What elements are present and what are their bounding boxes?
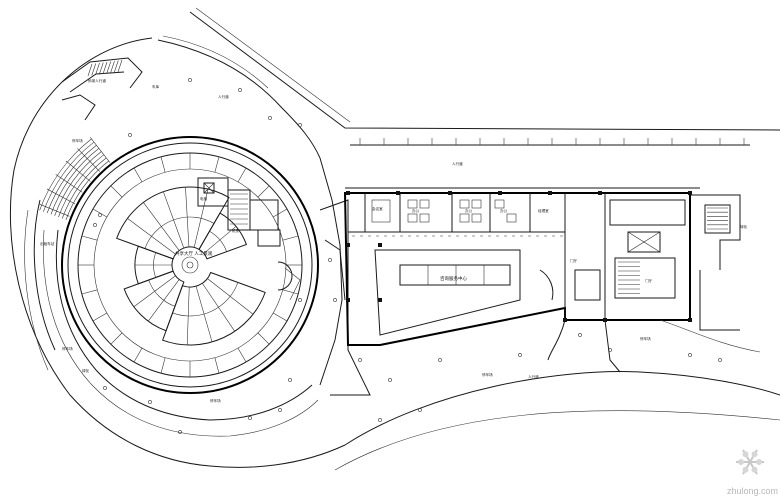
label-walk-top: 人行道 <box>218 94 229 99</box>
label-service-center: 咨询服务中心 <box>440 275 467 282</box>
label-meeting-room: 会议室 <box>372 206 383 211</box>
circular-hall <box>61 136 319 394</box>
label-machine-room: 机房 <box>232 228 240 233</box>
circle-core-block <box>197 177 301 301</box>
label-office-1: 办公 <box>412 208 420 213</box>
label-office-3: 办公 <box>500 208 508 213</box>
east-structures <box>547 194 761 373</box>
landscape-trees <box>93 78 722 434</box>
label-office-2: 办公 <box>465 208 473 213</box>
label-parking-e: 停车场 <box>640 336 651 341</box>
label-walk-road: 人行道 <box>528 374 539 379</box>
rect-building <box>343 187 700 346</box>
site-boundary <box>9 7 780 471</box>
label-slope-walk: 斜坡人行道 <box>88 78 106 83</box>
label-manager-room: 经理室 <box>538 208 549 213</box>
watermark-text: zhulong.com <box>727 486 778 496</box>
plan-labels: 斜坡人行道 车库 人行道 停车场 出租车站 共享大厅 人工景观 会议室 办公 办… <box>40 78 748 403</box>
label-parking-west: 停车场 <box>72 138 83 143</box>
label-garage: 车库 <box>152 84 160 89</box>
label-lobby-2: 门厅 <box>645 278 653 283</box>
label-walk-right: 人行道 <box>452 161 463 166</box>
label-parking-s2: 停车场 <box>482 372 493 377</box>
label-taxi: 出租车站 <box>40 241 55 246</box>
parking-lane-top <box>350 138 750 146</box>
connector-wedge <box>319 199 371 396</box>
label-green: 绿化 <box>82 368 90 373</box>
label-parking-sw: 停车场 <box>62 346 73 351</box>
label-green-right: 绿化 <box>740 224 748 229</box>
zhulong-logo <box>736 449 764 475</box>
label-elevator: 电梯 <box>200 196 208 201</box>
label-lobby: 门厅 <box>570 258 578 263</box>
west-stepped-seating <box>39 137 111 220</box>
label-center-hall: 共享大厅 人工景观 <box>175 250 213 257</box>
outer-walkway <box>24 199 319 437</box>
nw-entrance-stairs <box>61 57 143 121</box>
label-parking-s: 停车场 <box>210 398 221 403</box>
